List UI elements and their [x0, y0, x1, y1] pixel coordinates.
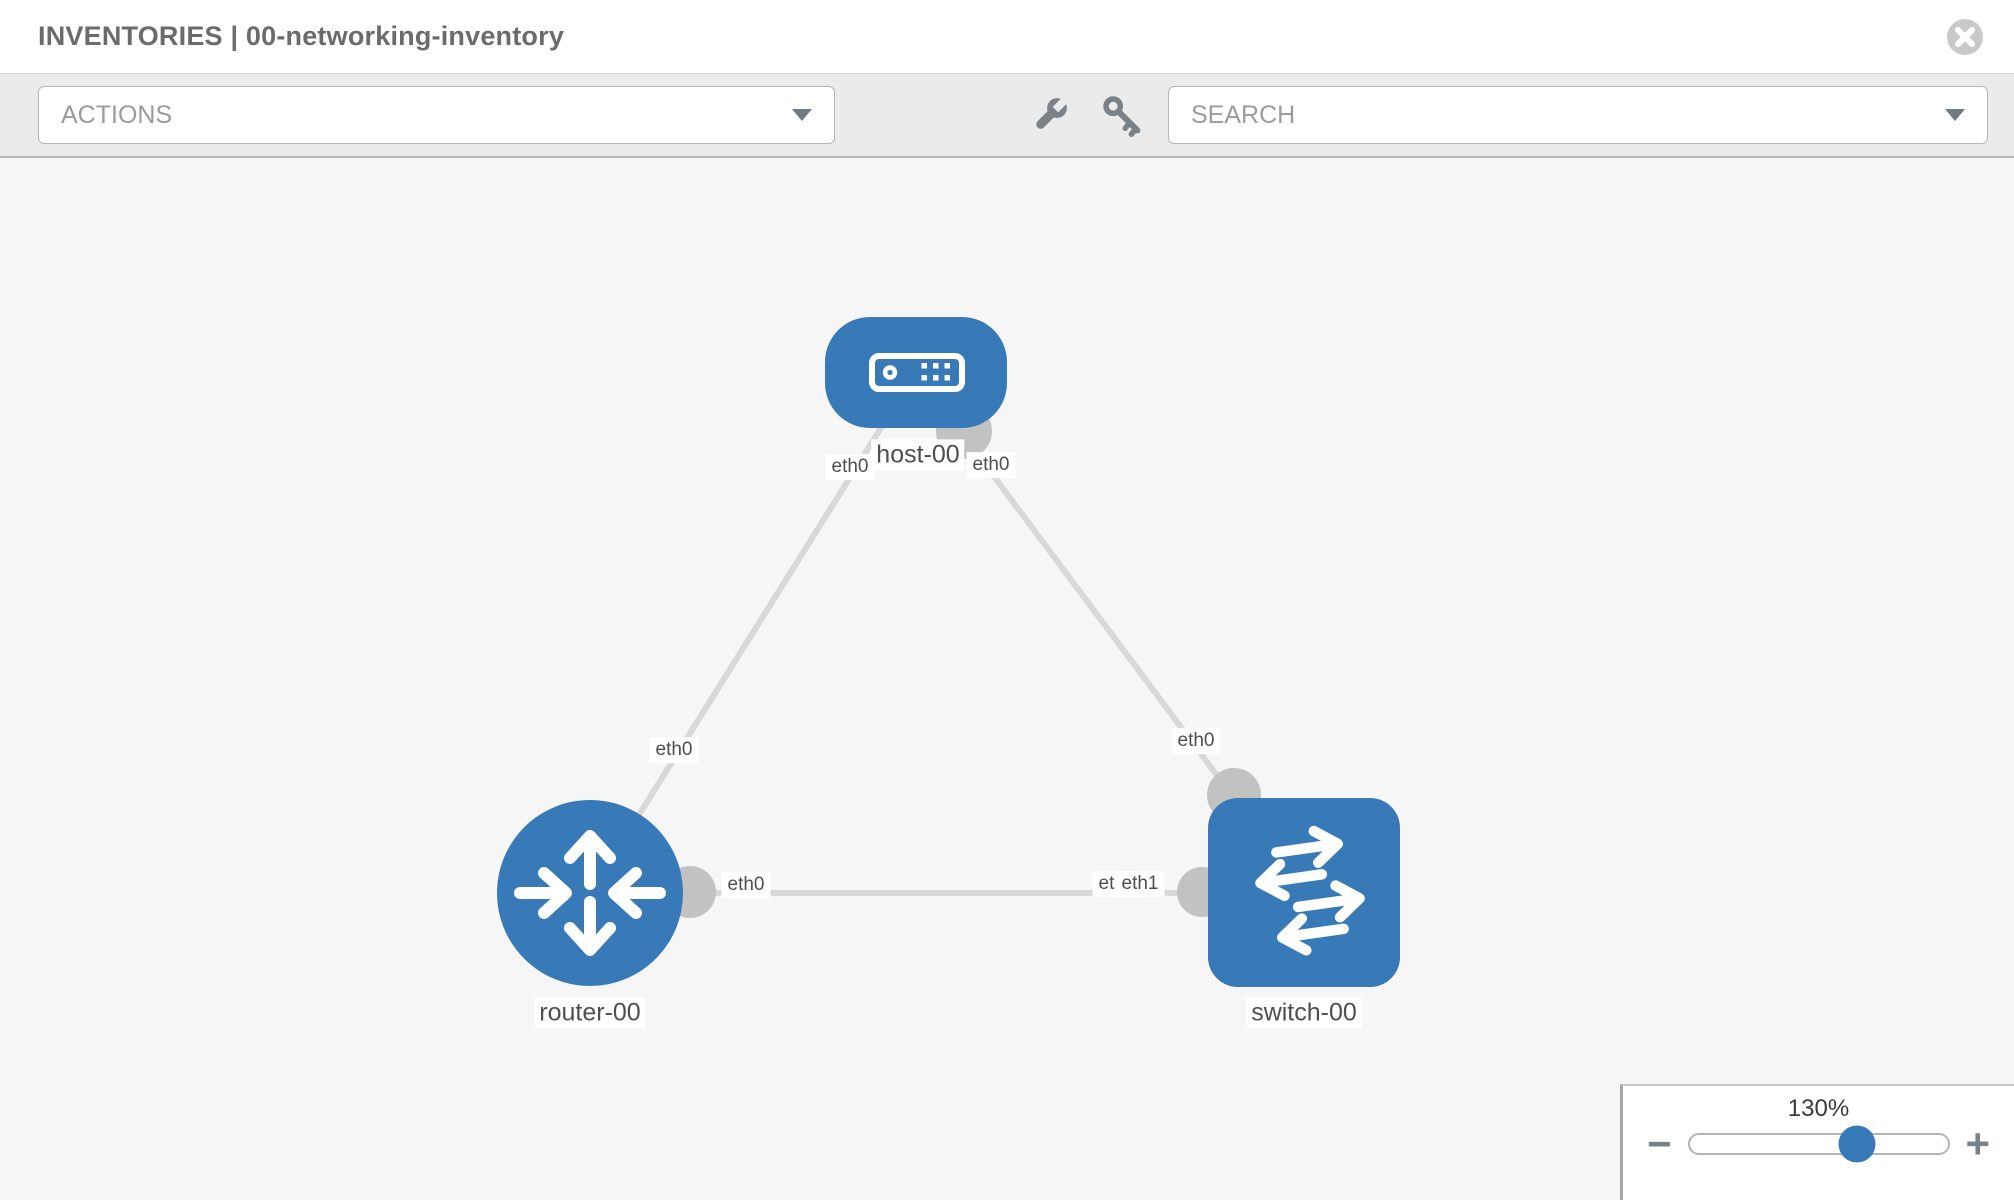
- toolbar: ACTIONS: [0, 73, 2014, 158]
- caret-down-icon: [792, 109, 812, 121]
- iface-label-router-to-host: eth0: [649, 737, 699, 763]
- zoom-in-button[interactable]: +: [1965, 1120, 1991, 1167]
- zoom-controls: − +: [1623, 1120, 2014, 1167]
- zoom-slider-track[interactable]: [1687, 1125, 1950, 1163]
- iface-label-router-to-switch: eth0: [721, 872, 771, 898]
- iface-label-switch-to-host: eth0: [1171, 728, 1221, 754]
- host-server-icon: [869, 353, 965, 392]
- topology-canvas[interactable]: host-00 router-00 switch-00 eth0 eth0 et…: [0, 158, 2014, 1200]
- iface-label-switch-to-router: eth1: [1115, 871, 1165, 897]
- header: INVENTORIES | 00-networking-inventory: [0, 0, 2014, 73]
- node-label-router: router-00: [534, 997, 646, 1029]
- page-title: INVENTORIES | 00-networking-inventory: [38, 21, 565, 51]
- router-arrows-icon: [514, 830, 666, 956]
- zoom-panel: 130% − +: [1620, 1084, 2014, 1200]
- zoom-out-button[interactable]: −: [1646, 1120, 1672, 1167]
- node-switch-00[interactable]: [1208, 798, 1400, 987]
- switch-arrows-icon: [1255, 825, 1365, 956]
- iface-label-host-to-router: eth0: [825, 454, 875, 480]
- node-router-00[interactable]: [497, 800, 683, 986]
- key-icon: [1103, 96, 1141, 137]
- search-dropdown[interactable]: SEARCH: [1168, 86, 1988, 144]
- zoom-slider-thumb[interactable]: [1838, 1125, 1876, 1163]
- configure-button[interactable]: [1028, 93, 1072, 137]
- wrench-icon: [1036, 96, 1069, 129]
- node-label-switch: switch-00: [1246, 997, 1362, 1029]
- actions-dropdown-label: ACTIONS: [61, 100, 173, 129]
- caret-down-icon: [1945, 109, 1965, 121]
- toolbar-tools: [1028, 93, 1144, 137]
- actions-dropdown[interactable]: ACTIONS: [38, 86, 835, 144]
- node-host-00[interactable]: [825, 317, 1007, 428]
- node-label-host: host-00: [871, 439, 965, 471]
- zoom-level: 130%: [1787, 1095, 1850, 1122]
- credentials-button[interactable]: [1100, 93, 1144, 137]
- circle-x-icon: [1947, 18, 1983, 55]
- search-placeholder: SEARCH: [1191, 100, 1296, 129]
- iface-label-host-to-switch: eth0: [966, 452, 1016, 478]
- close-button[interactable]: [1946, 18, 1984, 56]
